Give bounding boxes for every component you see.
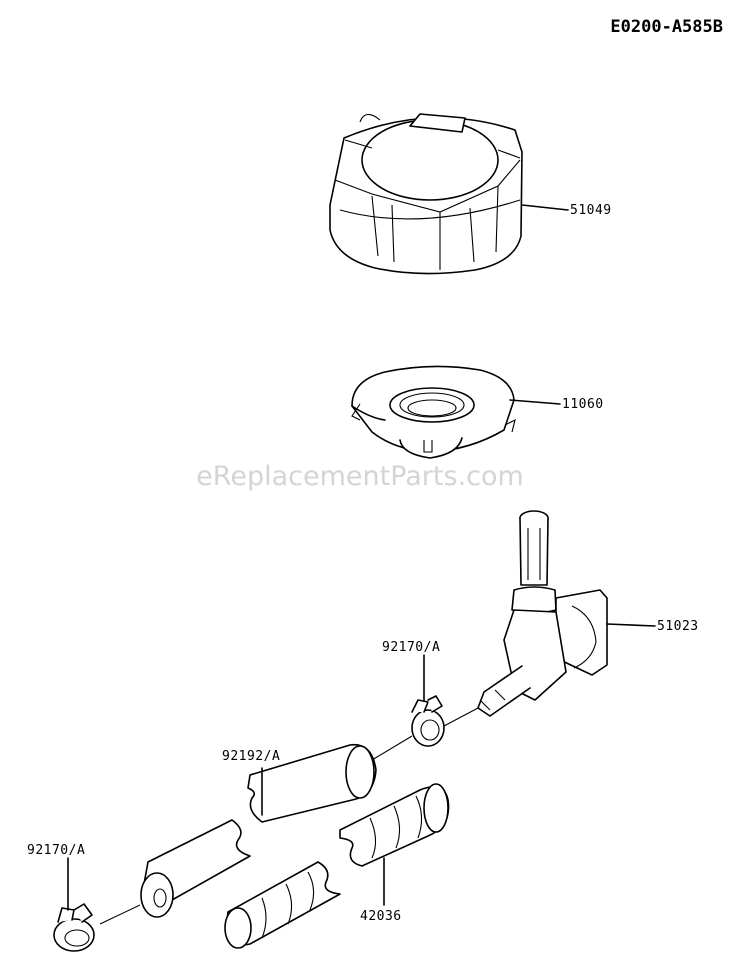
leader-line-51049 [521,204,569,211]
label-51049: 51049 [570,203,612,218]
label-92170a-upper: 92170/A [382,640,440,655]
label-42036: 42036 [360,909,402,924]
leader-line-51023 [606,623,656,627]
connector-clamp-to-valve [443,707,479,727]
leader-line-11060 [509,399,561,405]
diagram-code: E0200-A585B [610,17,723,37]
label-92192a: 92192/A [222,749,280,764]
connector-hose-to-clamp [371,735,413,761]
protector-tube-part [224,783,450,949]
lower-clamp-part [53,903,95,952]
fuel-cap-part [329,113,523,275]
fuel-hose-part [140,743,377,918]
label-11060: 11060 [562,397,604,412]
label-92170a-lower: 92170/A [27,843,85,858]
label-51023: 51023 [657,619,699,634]
filler-neck-part [351,365,516,459]
connector-hose-to-lower-clamp [99,904,141,925]
upper-clamp-part [411,695,445,747]
fuel-valve-part [477,510,608,717]
watermark: eReplacementParts.com [196,461,524,492]
